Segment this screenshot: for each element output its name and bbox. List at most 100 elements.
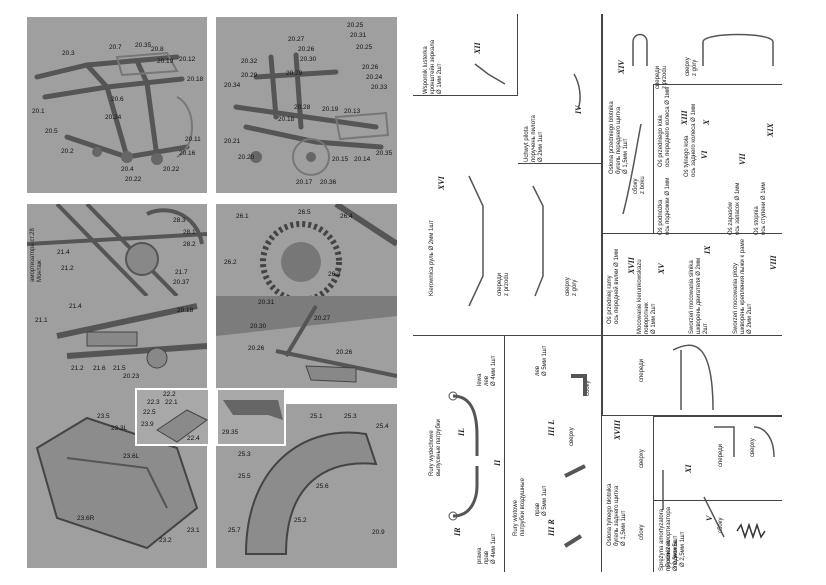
- callout: 25.1: [310, 413, 323, 420]
- callout: 20.26: [336, 349, 353, 356]
- callout: 25.3: [238, 451, 251, 458]
- callout: 25.5: [238, 473, 251, 480]
- panel-frame-view-2: 20.25 20.27 20.31 20.26 20.25 20.32 20.3…: [216, 17, 397, 193]
- callout: 20.18: [278, 116, 295, 123]
- callout: 26.1: [236, 213, 249, 220]
- callout: 25.7: [228, 527, 241, 534]
- part-number: XVIII: [613, 419, 622, 440]
- view-label: сбоку: [639, 524, 645, 540]
- footrest-drawing: [703, 426, 775, 538]
- callout: 22.5: [143, 409, 156, 416]
- callout: 20.27: [288, 36, 305, 43]
- callout: 20.19: [157, 58, 174, 65]
- callout: 28.1: [183, 229, 196, 236]
- callout: 20.26: [248, 345, 265, 352]
- callout: 26.2: [224, 259, 237, 266]
- callout: 20.23: [123, 373, 140, 380]
- callout: 20.29: [286, 70, 303, 77]
- view-label: спереди: [639, 359, 645, 382]
- shock-drawing: [27, 204, 207, 296]
- callout: 21.7: [175, 269, 188, 276]
- part-number: X: [702, 119, 711, 125]
- callout: 20.30: [250, 323, 267, 330]
- callout: 20.34: [224, 82, 241, 89]
- callout: 20.11: [185, 136, 201, 143]
- spring-drawing: [736, 522, 766, 540]
- callout: 23.2: [159, 537, 172, 544]
- box-front-fender-guard: Osłona przedniego błotnika бугель передн…: [602, 14, 782, 234]
- callout: 20.22: [163, 166, 180, 173]
- callout: 26.5: [298, 209, 311, 216]
- callout: 20.16: [179, 150, 196, 157]
- callout: 20.24: [105, 114, 122, 121]
- callout: 20.31: [350, 32, 367, 39]
- callout: 22.1: [165, 399, 178, 406]
- callout: 20.15: [332, 156, 349, 163]
- callout: 20.30: [300, 56, 317, 63]
- callout: 29.35: [222, 429, 239, 436]
- callout: 20.8: [151, 46, 164, 53]
- part-number: VIII: [769, 255, 778, 270]
- pedal-drawing: [216, 296, 397, 383]
- callout: 20.25: [356, 44, 373, 51]
- callout: 23.1: [187, 527, 200, 534]
- inset-seat-bracket: 22.2 22.3 22.1 22.5 23.9 22.4: [135, 388, 210, 446]
- callout: 23.9: [141, 421, 154, 428]
- seat-drawing: [156, 409, 208, 443]
- callout: 20.26: [362, 64, 379, 71]
- callout: 28.3: [173, 217, 186, 224]
- callout: 22.3: [147, 399, 160, 406]
- box-mirror-bracket: Wspornik lusterka кронштейн зеркала Ø 1м…: [413, 14, 518, 96]
- callout: 22.2: [163, 391, 176, 398]
- exhaust-drawing: [56, 303, 207, 369]
- part-number: XIX: [766, 123, 775, 137]
- callout: 25.2: [294, 517, 307, 524]
- callout: 20.14: [354, 156, 371, 163]
- callout: 20.1: [32, 108, 45, 115]
- callout: 23.6R: [77, 515, 95, 522]
- callout: 20.2: [61, 148, 74, 155]
- panel-pedal-detail: 20.31 20.27 20.30 20.26 20.26: [216, 296, 397, 388]
- callout: 21.1: [35, 317, 48, 324]
- panel-frame-view-1: 20.7 20.35 20.8 20.12 20.19 20.18 20.3 2…: [27, 17, 207, 193]
- fender-guard-drawing: [622, 33, 774, 215]
- callout: 20.4: [121, 166, 134, 173]
- callout: 26.3: [328, 271, 341, 278]
- callout: 25.4: [376, 423, 389, 430]
- callout: 20.19: [322, 106, 339, 113]
- callout: 20.28: [294, 104, 311, 111]
- callout: 20.32: [241, 58, 258, 65]
- callout: 20.24: [366, 74, 383, 81]
- callout: 22.4: [187, 435, 200, 442]
- callout: 21.2: [71, 365, 84, 372]
- callout: 20.29: [241, 72, 258, 79]
- callout: 20.27: [314, 315, 331, 322]
- callout: 23.6L: [123, 453, 140, 460]
- mirror-bracket-drawing: [474, 63, 506, 85]
- callout: 25.6: [316, 483, 329, 490]
- callout: 20.20: [238, 154, 255, 161]
- callout: 25.3: [344, 413, 357, 420]
- callout: 20.26: [298, 46, 315, 53]
- part-number: XVII: [627, 257, 636, 274]
- callout: 23.5: [97, 413, 110, 420]
- callout: 20.37: [173, 279, 190, 286]
- callout: 20.22: [125, 176, 142, 183]
- callout: 26.4: [340, 213, 353, 220]
- body-drawing: [35, 416, 199, 550]
- callout: 23.3L: [111, 425, 128, 432]
- callout: 20.31: [258, 299, 275, 306]
- exhaust-pipe-drawing: [448, 391, 479, 521]
- view-label: сверху: [639, 449, 645, 468]
- part-number: VII: [738, 153, 747, 165]
- brake-drawing: [260, 204, 397, 296]
- inset-bracket: 29.35: [216, 388, 286, 446]
- callout: 21.2: [61, 265, 74, 272]
- callout: 28.2: [183, 241, 196, 248]
- bracket-drawing: [223, 400, 283, 420]
